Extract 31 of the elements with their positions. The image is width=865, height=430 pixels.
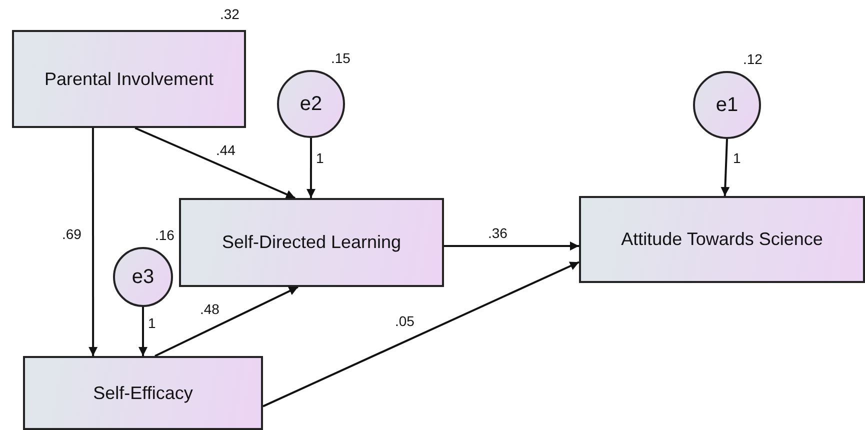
variable-name: Self-Efficacy [93, 382, 193, 404]
arrow [138, 307, 148, 356]
variance-estimate: .32 [220, 6, 240, 22]
error-term-label: e2 [300, 92, 322, 116]
path-coefficient: .44 [216, 143, 236, 157]
arrow [444, 242, 579, 251]
path-coefficient: .48 [200, 302, 220, 316]
path-coefficient: 1 [316, 151, 324, 165]
variable-box [12, 30, 246, 128]
error-term-label: e3 [132, 266, 154, 288]
path-coefficient: 1 [148, 316, 156, 330]
arrow [154, 286, 298, 357]
arrow [306, 138, 316, 198]
path-coefficient: .36 [488, 226, 508, 240]
variable-name: Self-Directed Learning [222, 232, 402, 253]
variable-box [179, 198, 444, 287]
arrow [262, 261, 580, 408]
variable-name: Attitude Towards Science [621, 229, 823, 250]
arrow [88, 128, 98, 356]
error-term-label: e1 [716, 94, 738, 116]
arrow [134, 127, 296, 199]
variance-estimate: .15 [331, 50, 350, 66]
path-coefficient: 1 [733, 151, 741, 165]
variance-estimate: .12 [743, 51, 762, 67]
variance-estimate: .16 [155, 227, 174, 243]
variable-name: Parental Involvement [44, 68, 214, 90]
path-coefficient: .05 [395, 314, 414, 328]
arrow [720, 138, 730, 196]
variable-box [23, 356, 263, 430]
variable-box [579, 196, 865, 283]
path-coefficient: .69 [62, 227, 82, 241]
